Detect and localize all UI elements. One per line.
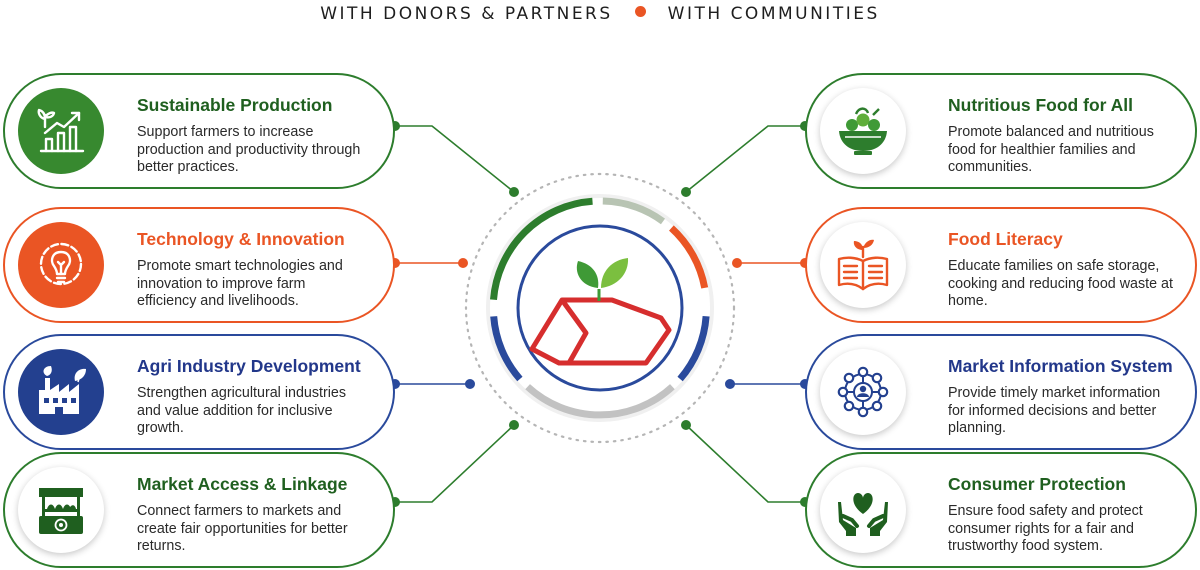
card-icon-circle (820, 88, 906, 174)
card-icon-circle (820, 222, 906, 308)
card-description: Educate families on safe storage, cookin… (948, 258, 1173, 309)
connector-dot (681, 187, 691, 197)
header: WITH DONORS & PARTNERS WITH COMMUNITIES (0, 4, 1200, 24)
card-description: Support farmers to increase production a… (137, 124, 361, 175)
card-title: Agri Industry Development (137, 356, 361, 376)
hub-arc (490, 197, 593, 300)
sprout-icon (576, 258, 629, 301)
book-sprout-icon (837, 239, 889, 291)
card-icon-circle (18, 222, 104, 308)
card-market-information-system[interactable]: Market Information System Provide timely… (805, 334, 1197, 450)
card-technology-innovation[interactable]: Technology & Innovation Promote smart te… (3, 207, 395, 323)
connector-dot (458, 258, 468, 268)
connector-dot (509, 420, 519, 430)
connector-dot (509, 187, 519, 197)
card-description: Ensure food safety and protect consumer … (948, 503, 1143, 554)
hub-arc (669, 225, 709, 289)
card-description: Provide timely market information for in… (948, 385, 1161, 436)
connector-dot (465, 379, 475, 389)
card-consumer-protection[interactable]: Consumer Protection Ensure food safety a… (805, 452, 1197, 568)
hub-emblem (529, 297, 672, 366)
header-separator-dot (634, 6, 646, 17)
card-icon-circle (18, 349, 104, 435)
connector-right-1 (685, 125, 805, 193)
connector-left-1 (395, 125, 515, 193)
card-market-access-linkage[interactable]: Market Access & Linkage Connect farmers … (3, 452, 395, 568)
card-title: Market Access & Linkage (137, 474, 348, 494)
card-title: Market Information System (948, 356, 1173, 376)
connector-dot (725, 379, 735, 389)
connector-left-4 (395, 424, 515, 503)
card-title: Consumer Protection (948, 474, 1126, 494)
card-icon-circle (820, 467, 906, 553)
central-logo (464, 172, 736, 444)
card-food-literacy[interactable]: Food Literacy Educate families on safe s… (805, 207, 1197, 323)
header-left-label: WITH DONORS & PARTNERS (320, 4, 613, 24)
card-description: Promote smart technologies and innovatio… (137, 258, 343, 309)
hub-arc (602, 197, 666, 225)
card-title: Food Literacy (948, 229, 1063, 249)
card-description: Promote balanced and nutritious food for… (948, 124, 1154, 175)
growth-chart-icon (37, 108, 85, 153)
network-icon (837, 366, 889, 418)
card-icon-circle (18, 88, 104, 174)
header-right-label: WITH COMMUNITIES (667, 4, 880, 24)
connector-dot (732, 258, 742, 268)
hub-arc (490, 316, 523, 382)
card-description: Strengthen agricultural industries and v… (137, 385, 347, 436)
card-icon-circle (820, 349, 906, 435)
card-icon-circle (18, 467, 104, 553)
hub-arc (525, 384, 675, 419)
lightbulb-gear-icon (39, 242, 83, 286)
card-sustainable-production[interactable]: Sustainable Production Support farmers t… (3, 73, 395, 189)
card-title: Technology & Innovation (137, 229, 345, 249)
card-title: Sustainable Production (137, 95, 333, 115)
salad-bowl-icon (839, 107, 887, 155)
connector-right-4 (685, 424, 805, 503)
card-title: Nutritious Food for All (948, 95, 1134, 115)
hub-arc (677, 315, 710, 382)
heart-hands-icon (838, 493, 888, 536)
connector-dot (681, 420, 691, 430)
market-stall-icon (39, 488, 83, 534)
factory-icon (39, 366, 86, 414)
card-agri-industry-development[interactable]: Agri Industry Development Strengthen agr… (3, 334, 395, 450)
card-description: Connect farmers to markets and create fa… (137, 503, 348, 554)
card-nutritious-food-for-all[interactable]: Nutritious Food for All Promote balanced… (805, 73, 1197, 189)
